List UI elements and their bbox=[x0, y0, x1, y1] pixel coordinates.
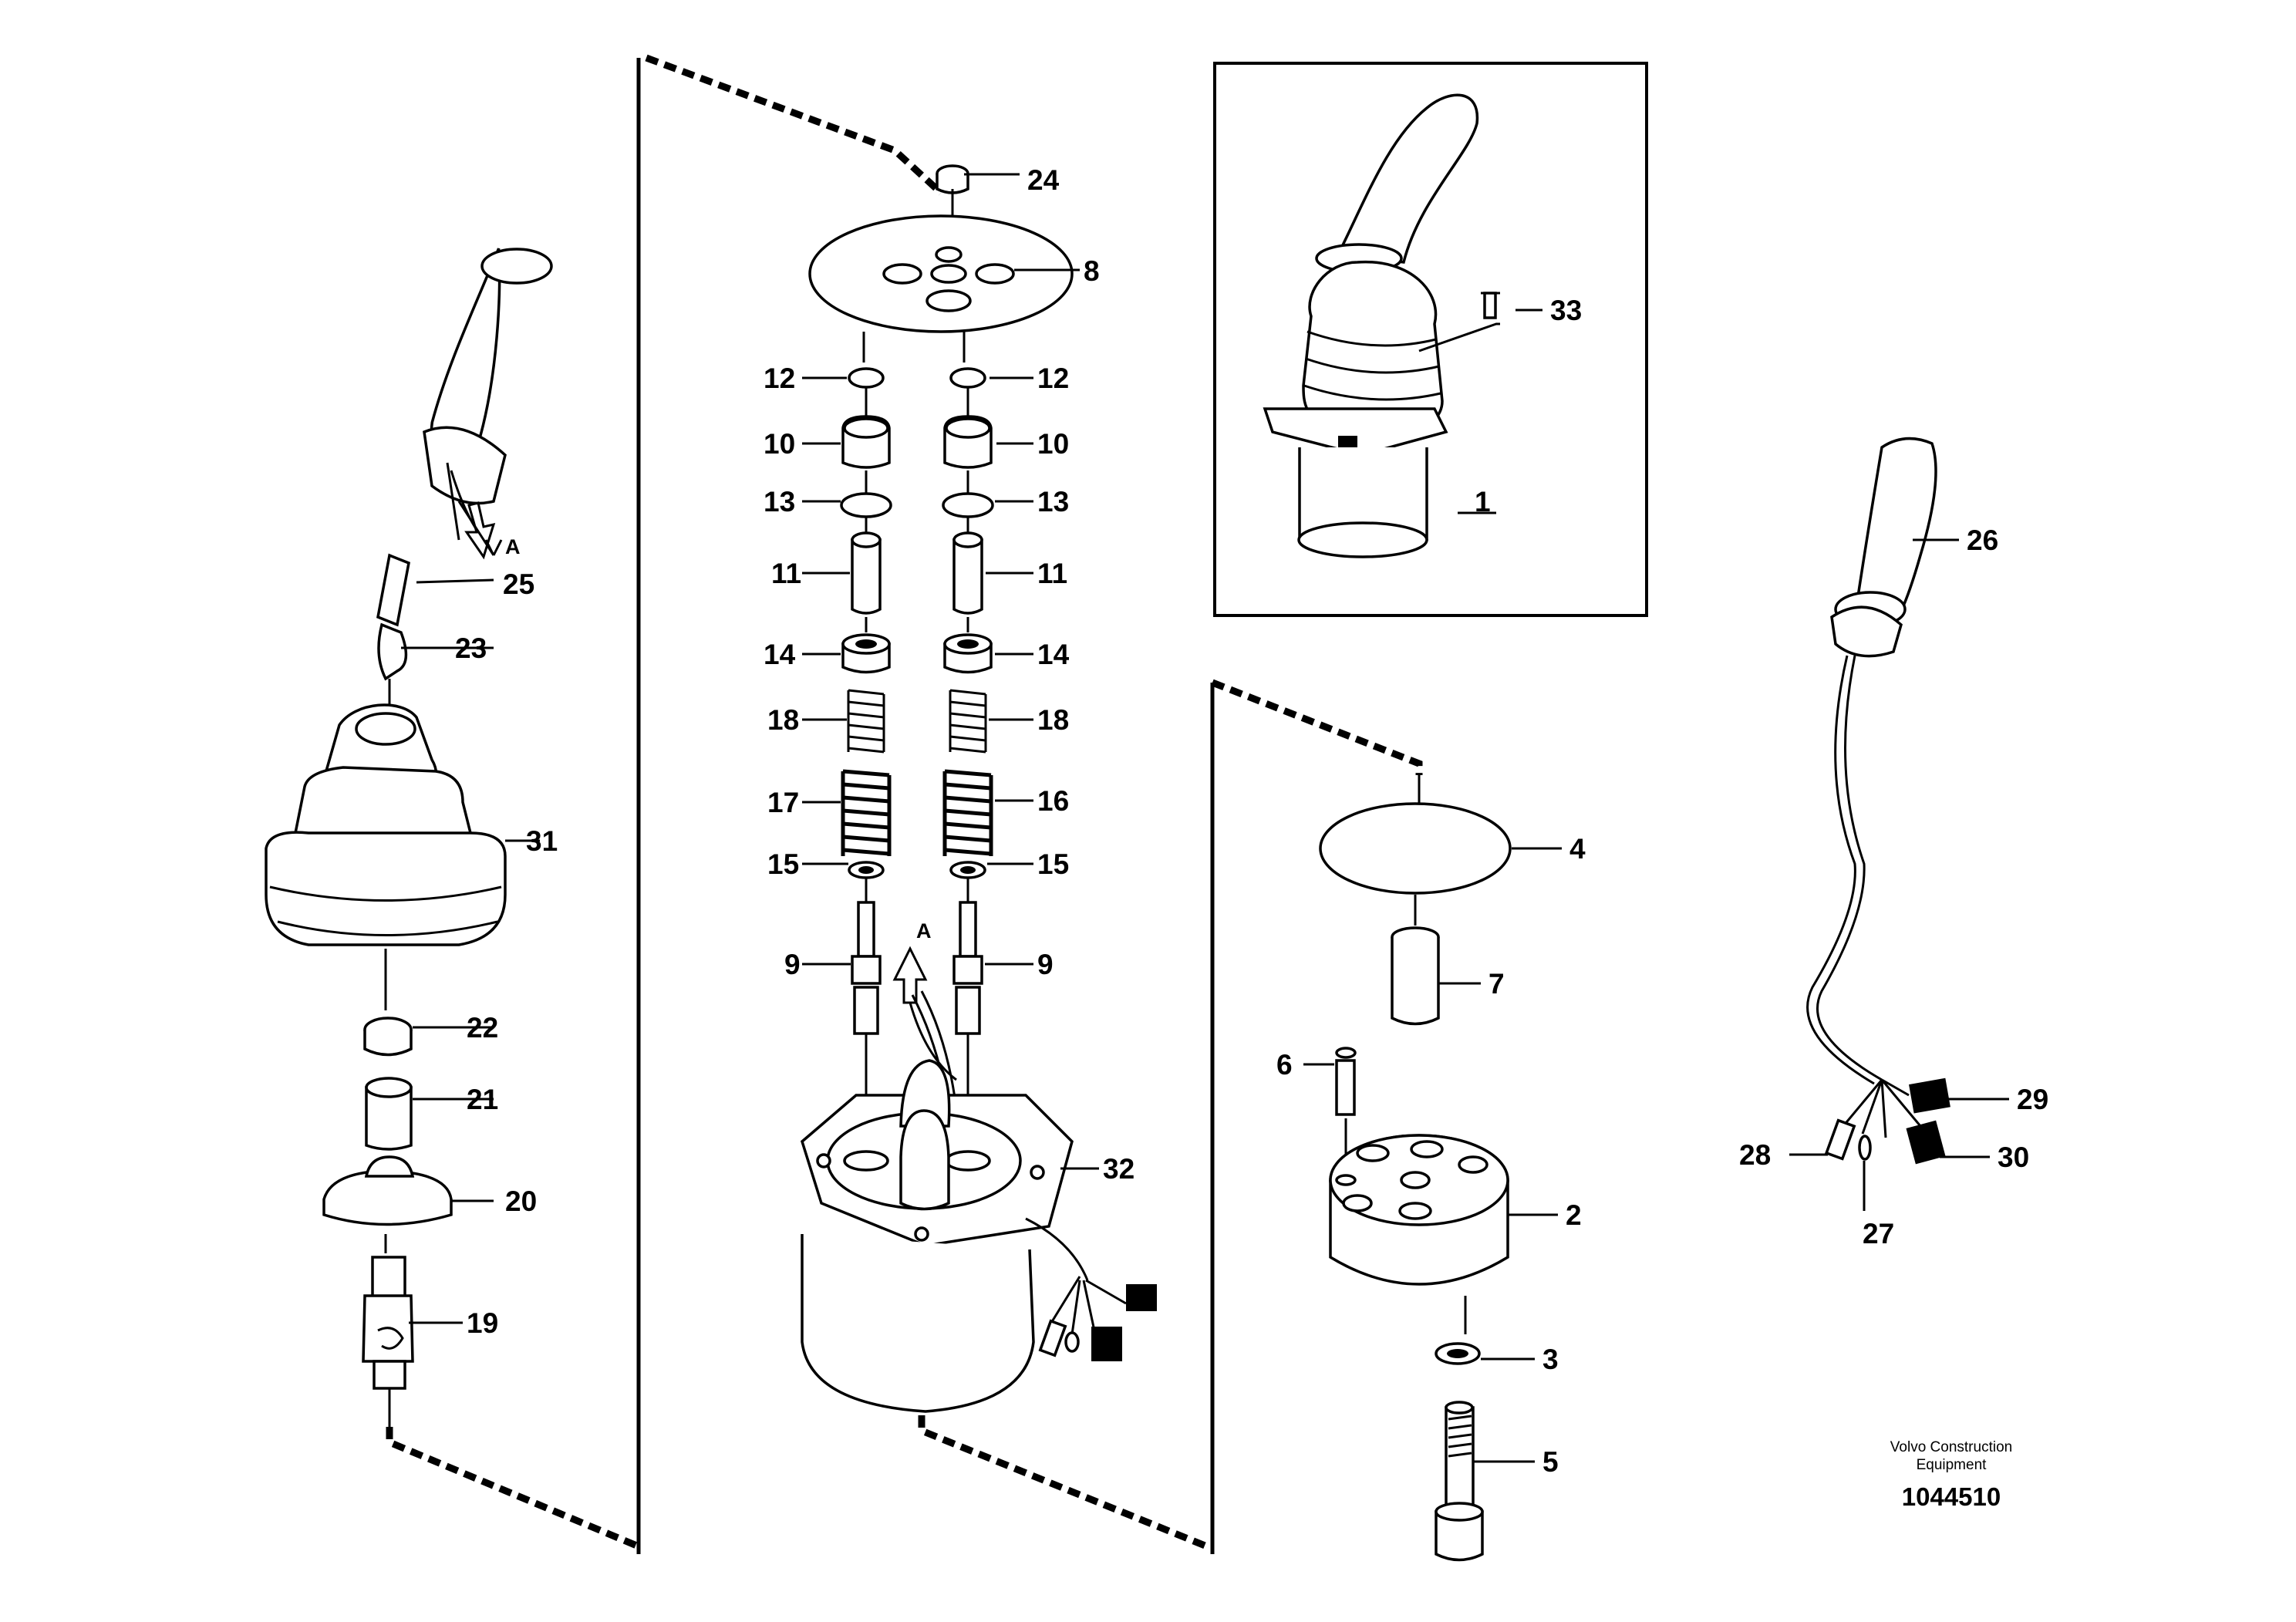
center-valve-stack bbox=[800, 164, 1157, 1413]
assembly-boundary-center-bottom bbox=[918, 1415, 1209, 1550]
callout-26: 26 bbox=[1967, 524, 1998, 556]
callout-13-left: 13 bbox=[764, 486, 795, 518]
view-a-arrow-left bbox=[464, 501, 496, 560]
spring-18-left bbox=[847, 689, 885, 754]
callout-16: 16 bbox=[1037, 785, 1069, 817]
callout-10-right: 10 bbox=[1037, 428, 1069, 460]
assembled-joystick-illustration bbox=[1263, 93, 1500, 558]
inset-frame bbox=[1213, 62, 1648, 617]
view-label-a-left: A bbox=[505, 535, 521, 558]
assembly-boundary-left-bottom bbox=[386, 1427, 640, 1550]
callout-31: 31 bbox=[526, 825, 558, 857]
leader-lines bbox=[401, 173, 2009, 1463]
callout-33: 33 bbox=[1550, 295, 1582, 326]
callout-2: 2 bbox=[1566, 1199, 1582, 1231]
center-right-parts bbox=[1319, 775, 1512, 1562]
callout-14-right: 14 bbox=[1037, 639, 1070, 670]
callout-23: 23 bbox=[455, 632, 487, 664]
view-label-a-center: A bbox=[916, 919, 932, 943]
callout-3: 3 bbox=[1542, 1344, 1559, 1375]
callout-22: 22 bbox=[467, 1012, 498, 1044]
callout-13-right: 13 bbox=[1037, 486, 1069, 518]
callout-18-right: 18 bbox=[1037, 704, 1069, 736]
callout-17: 17 bbox=[767, 787, 799, 818]
callout-11-right: 11 bbox=[1037, 558, 1067, 589]
callout-32: 32 bbox=[1103, 1153, 1135, 1185]
callout-9-right: 9 bbox=[1037, 949, 1054, 980]
callout-labels: 24 8 12 12 10 10 13 13 11 11 14 14 18 18… bbox=[455, 164, 2048, 1478]
brand-line-1: Volvo Construction bbox=[1890, 1439, 2012, 1455]
right-handle-harness bbox=[1806, 437, 1950, 1165]
callout-20: 20 bbox=[505, 1185, 537, 1217]
spring-18-right bbox=[949, 689, 987, 754]
callout-6: 6 bbox=[1276, 1049, 1293, 1081]
callout-12-right: 12 bbox=[1037, 363, 1069, 394]
callout-14-left: 14 bbox=[764, 639, 796, 670]
callout-15-right: 15 bbox=[1037, 848, 1069, 880]
callout-10-left: 10 bbox=[764, 428, 795, 460]
callout-9-left: 9 bbox=[784, 949, 801, 980]
callout-30: 30 bbox=[1998, 1141, 2029, 1173]
callout-21: 21 bbox=[467, 1084, 498, 1115]
spring-16 bbox=[942, 769, 993, 856]
callout-15-left: 15 bbox=[767, 848, 799, 880]
callout-29: 29 bbox=[2017, 1084, 2048, 1115]
callout-25: 25 bbox=[503, 568, 534, 600]
spring-17 bbox=[841, 769, 892, 856]
callout-11-left: 11 bbox=[771, 558, 801, 589]
assembly-boundary-left bbox=[645, 54, 944, 196]
callout-8: 8 bbox=[1084, 255, 1100, 287]
callout-18-left: 18 bbox=[767, 704, 799, 736]
brand-line-2: Equipment bbox=[1917, 1457, 1988, 1473]
callout-12-left: 12 bbox=[764, 363, 795, 394]
callout-5: 5 bbox=[1542, 1446, 1559, 1478]
callout-19: 19 bbox=[467, 1307, 498, 1339]
drawing-number: 1044510 bbox=[1902, 1482, 2001, 1511]
callout-28: 28 bbox=[1739, 1139, 1771, 1171]
assembly-boundary-center bbox=[1211, 679, 1423, 775]
callout-27: 27 bbox=[1863, 1218, 1894, 1249]
footer: Volvo Construction Equipment 1044510 bbox=[1890, 1439, 2012, 1511]
callout-7: 7 bbox=[1489, 968, 1505, 1000]
left-lever-assembly bbox=[265, 248, 553, 1427]
callout-24: 24 bbox=[1027, 164, 1060, 196]
callout-1: 1 bbox=[1475, 486, 1491, 518]
callout-4: 4 bbox=[1569, 833, 1586, 865]
